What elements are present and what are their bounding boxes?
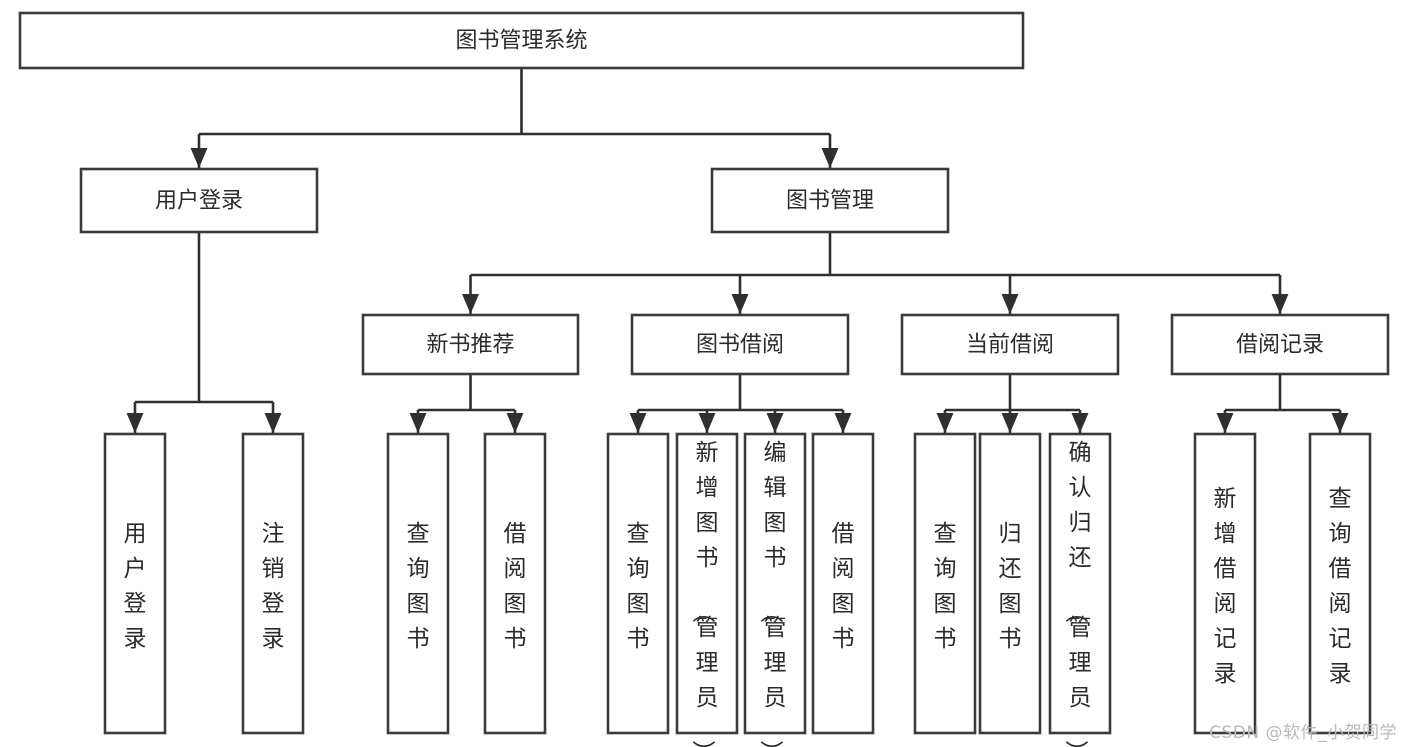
- node-借阅记录[interactable]: 借阅记录: [1170, 313, 1390, 376]
- node-图书管理系统[interactable]: 图书管理系统: [18, 11, 1025, 70]
- arrow-head-icon: [126, 413, 144, 433]
- node-layer: 图书管理系统用户登录图书管理新书推荐图书借阅当前借阅借阅记录用户登录注销登录查询…: [18, 11, 1390, 747]
- node-注销登录[interactable]: 注销登录: [241, 432, 305, 735]
- arrow-head-icon: [629, 413, 647, 433]
- arrow-head-icon: [462, 294, 479, 314]
- node-box: [978, 432, 1042, 735]
- arrow-head-icon: [821, 148, 839, 168]
- node-box: [361, 313, 580, 376]
- node-借阅图书[interactable]: 借阅图书: [811, 432, 875, 735]
- node-box: [900, 313, 1120, 376]
- node-label: 借阅记录: [1236, 333, 1324, 358]
- node-box: [913, 432, 977, 735]
- node-label: 注销登录: [262, 521, 285, 652]
- node-label: 用户登录: [124, 521, 147, 652]
- node-当前借阅[interactable]: 当前借阅: [900, 313, 1120, 376]
- node-新增借阅记录[interactable]: 新增借阅记录: [1193, 432, 1257, 735]
- node-label: 新书推荐: [426, 333, 514, 358]
- node-box: [675, 432, 739, 735]
- node-图书借阅[interactable]: 图书借阅: [630, 313, 850, 376]
- node-label: 借阅图书: [832, 521, 855, 652]
- node-label: 查询图书: [407, 521, 430, 652]
- node-box: [1308, 432, 1372, 735]
- node-查询图书[interactable]: 查询图书: [606, 432, 670, 735]
- node-box: [483, 432, 547, 735]
- node-box: [743, 432, 807, 735]
- node-label: 当前借阅: [966, 333, 1054, 358]
- watermark-label: CSDN @软件_小贺同学: [1209, 723, 1397, 743]
- arrow-head-icon: [506, 413, 524, 433]
- node-box: [811, 432, 875, 735]
- node-label: 借阅图书: [504, 521, 527, 652]
- node-用户登录[interactable]: 用户登录: [103, 432, 167, 735]
- node-box: [606, 432, 670, 735]
- connector-layer: [126, 68, 1349, 433]
- arrow-head-icon: [936, 413, 954, 433]
- node-box: [1193, 432, 1257, 735]
- node-label: 新增借阅记录: [1214, 486, 1237, 687]
- node-新书推荐[interactable]: 新书推荐: [361, 313, 580, 376]
- arrow-head-icon: [766, 413, 784, 433]
- arrow-head-icon: [264, 413, 282, 433]
- arrow-head-icon: [698, 413, 716, 433]
- arrow-head-icon: [409, 413, 427, 433]
- node-label: 查询图书: [934, 521, 957, 652]
- node-查询图书[interactable]: 查询图书: [913, 432, 977, 735]
- arrow-head-icon: [1001, 294, 1019, 314]
- node-box: [18, 11, 1025, 70]
- node-查询借阅记录[interactable]: 查询借阅记录: [1308, 432, 1372, 735]
- node-label: 查询图书: [627, 521, 650, 652]
- arrow-head-icon: [1001, 413, 1019, 433]
- node-box: [630, 313, 850, 376]
- node-box: [241, 432, 305, 735]
- node-用户登录[interactable]: 用户登录: [79, 167, 319, 234]
- node-图书管理[interactable]: 图书管理: [710, 167, 950, 234]
- node-label: 图书借阅: [696, 333, 784, 358]
- arrow-head-icon: [1216, 413, 1234, 433]
- arrow-head-icon: [1071, 413, 1089, 433]
- arrow-head-icon: [731, 294, 749, 314]
- arrow-head-icon: [1331, 413, 1349, 433]
- node-label: 图书管理: [786, 189, 874, 214]
- arrow-head-icon: [834, 413, 852, 433]
- node-查询图书[interactable]: 查询图书: [386, 432, 450, 735]
- node-box: [1170, 313, 1390, 376]
- node-label: 查询借阅记录: [1329, 486, 1352, 687]
- node-box: [386, 432, 450, 735]
- node-label: 编辑图书（管理员）: [758, 440, 787, 747]
- node-label: 新增图书（管理员）: [690, 440, 719, 747]
- node-label: 图书管理系统: [455, 29, 587, 54]
- node-借阅图书[interactable]: 借阅图书: [483, 432, 547, 735]
- node-确认归还管理员[interactable]: 确认归还（管理员）: [1048, 432, 1112, 747]
- node-归还图书[interactable]: 归还图书: [978, 432, 1042, 735]
- node-label: 确认归还（管理员）: [1063, 440, 1092, 747]
- node-label: 归还图书: [999, 521, 1022, 652]
- node-新增图书管理员[interactable]: 新增图书（管理员）: [675, 432, 739, 747]
- node-box: [103, 432, 167, 735]
- node-box: [79, 167, 319, 234]
- arrow-head-icon: [1271, 294, 1289, 314]
- node-box: [1048, 432, 1112, 735]
- node-box: [710, 167, 950, 234]
- node-编辑图书管理员[interactable]: 编辑图书（管理员）: [743, 432, 807, 747]
- node-label: 用户登录: [155, 189, 243, 214]
- arrow-head-icon: [190, 148, 208, 168]
